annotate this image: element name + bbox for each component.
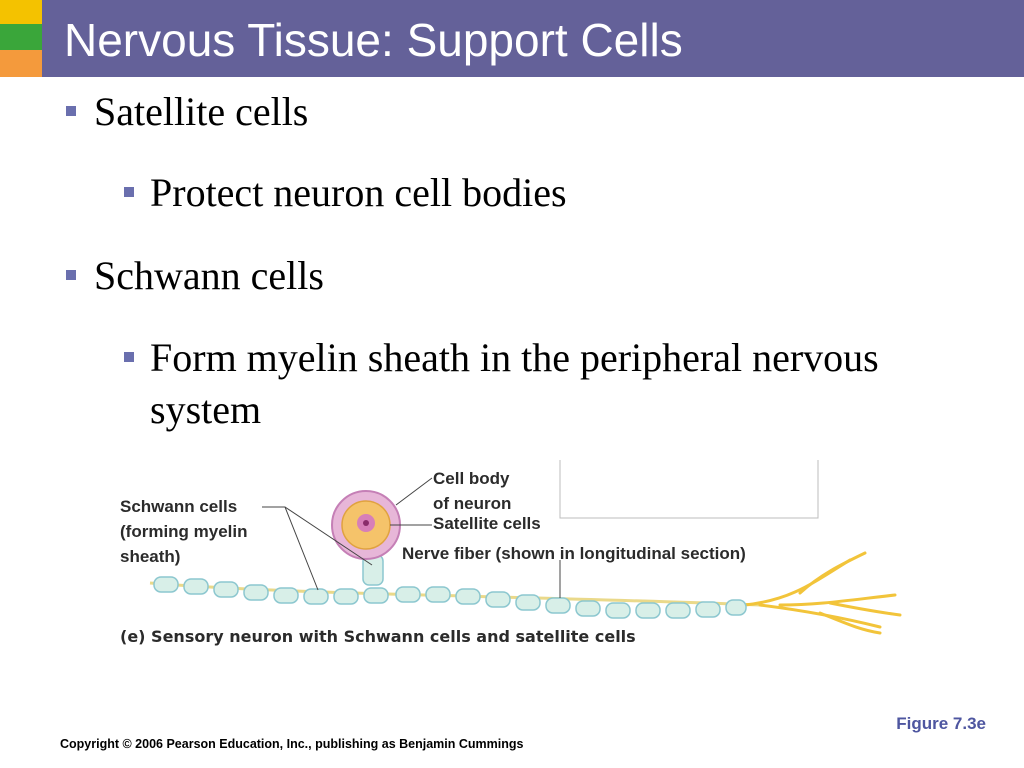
sensory-neuron-figure: Schwann cells (forming myelin sheath) Ce… [0,455,1024,665]
label-sheath: sheath) [120,547,181,566]
myelin-sheath-segments [153,576,747,619]
subbullet-form-myelin-sheath: Form myelin sheath in the peripheral ner… [124,332,910,436]
bullet-square-icon [124,352,134,362]
leader-lines [262,477,561,598]
label-of-neuron: of neuron [433,494,512,513]
bullet-text: Protect neuron cell bodies [150,170,567,215]
corner-accent-yellow [0,0,42,24]
bullet-square-icon [66,270,76,280]
label-schwann-cells: Schwann cells [120,497,238,516]
label-satellite-cells: Satellite cells [433,514,541,533]
figure-caption: (e) Sensory neuron with Schwann cells an… [120,627,636,646]
figure-frame-outline [559,460,819,519]
bullet-text: Schwann cells [94,253,324,298]
label-nerve-fiber: Nerve fiber (shown in longitudinal secti… [402,544,746,563]
corner-accent-green [0,24,42,50]
slide-title: Nervous Tissue: Support Cells [64,14,683,66]
bullet-square-icon [124,187,134,197]
figure-reference: Figure 7.3e [896,714,986,733]
bullet-square-icon [66,106,76,116]
title-bar [42,0,1024,77]
axon-terminals-icon [743,551,902,635]
corner-accent-orange [0,50,42,77]
subbullet-protect-cell-bodies: Protect neuron cell bodies [124,167,567,219]
bullet-schwann-cells: Schwann cells [66,250,324,302]
neuron-illustration [149,460,902,635]
nucleolus [363,520,369,526]
label-forming-myelin: (forming myelin [120,522,248,541]
bullet-satellite-cells: Satellite cells [66,86,309,138]
label-cell-body: Cell body [433,469,510,488]
axon-line [149,581,761,607]
bullet-text: Form myelin sheath in the peripheral ner… [150,335,879,432]
copyright-footer: Copyright © 2006 Pearson Education, Inc.… [60,737,524,751]
bullet-text: Satellite cells [94,89,309,134]
